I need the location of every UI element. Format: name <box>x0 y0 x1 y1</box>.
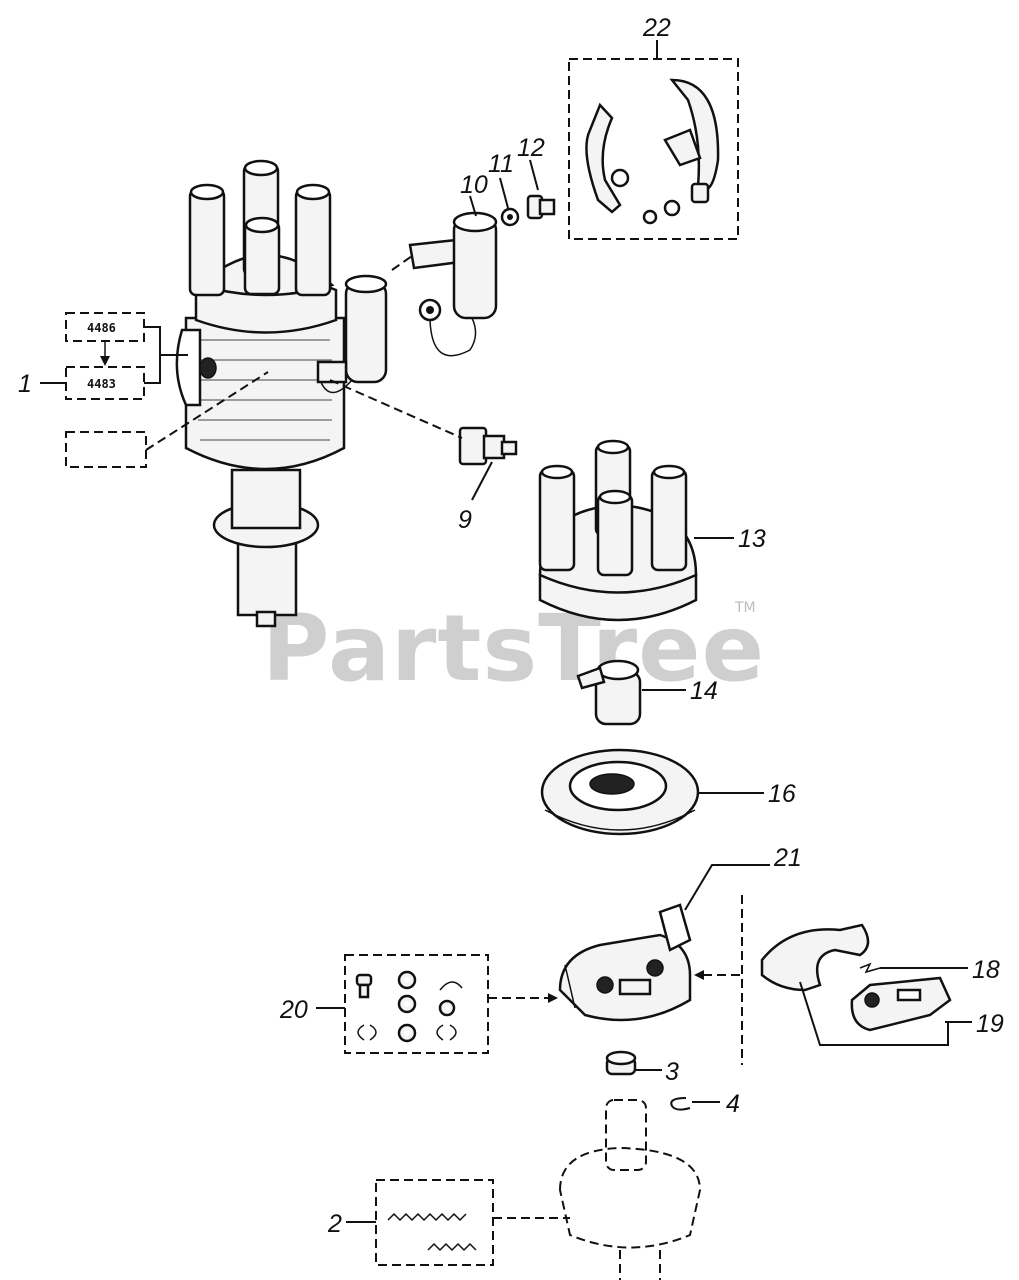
callout-2: 2 <box>327 1210 342 1238</box>
callout-1: 1 <box>18 370 32 398</box>
kit-code-box-empty[interactable] <box>65 431 147 468</box>
hardware-item <box>397 1023 417 1043</box>
part-spring-clip[interactable] <box>859 962 881 974</box>
part-point-plate[interactable] <box>760 923 870 992</box>
hardware-item <box>397 970 417 990</box>
callout-16: 16 <box>768 780 796 808</box>
callout-9: 9 <box>458 506 472 534</box>
distributor-assembly[interactable] <box>175 159 388 628</box>
callout-13: 13 <box>738 525 766 553</box>
callout-12: 12 <box>517 134 545 162</box>
part-washer[interactable] <box>500 207 520 227</box>
kit-code-upper: 4486 <box>87 321 116 335</box>
kit-code-lower: 4483 <box>87 377 116 391</box>
hardware-item <box>355 973 373 999</box>
callout-4: 4 <box>726 1090 740 1118</box>
part-condenser[interactable] <box>408 211 498 357</box>
callout-10: 10 <box>460 171 488 199</box>
part-contact-points-kit[interactable] <box>568 58 739 240</box>
callout-3: 3 <box>665 1058 679 1086</box>
part-distributor-cap[interactable] <box>538 439 698 622</box>
kit-code-box-upper[interactable]: 4486 <box>65 312 145 342</box>
part-screw[interactable] <box>526 194 556 220</box>
hardware-item <box>436 1024 457 1041</box>
callout-20: 20 <box>279 996 308 1024</box>
callout-11: 11 <box>488 150 514 178</box>
leader-lines <box>40 40 972 1223</box>
advance-mechanism-base <box>558 1099 702 1280</box>
kit-code-box-lower[interactable]: 4483 <box>65 366 145 400</box>
callout-22: 22 <box>642 14 671 42</box>
callout-21: 21 <box>773 844 802 872</box>
hardware-item <box>357 1024 377 1041</box>
watermark-text: PartsTree <box>262 595 765 702</box>
callout-19: 19 <box>976 1010 1004 1038</box>
part-breaker-plate[interactable] <box>558 903 692 1022</box>
part-hardware-kit[interactable] <box>344 954 489 1054</box>
hardware-item <box>397 994 417 1014</box>
part-clip-ring[interactable] <box>670 1097 691 1111</box>
watermark-trademark: TM <box>734 600 756 616</box>
part-dust-shield[interactable] <box>540 748 700 836</box>
hardware-item <box>439 981 463 991</box>
callout-labels: 1 2 3 4 9 10 11 12 13 14 16 18 19 20 21 … <box>18 14 1004 1238</box>
part-contact-arm[interactable] <box>850 976 952 1032</box>
part-terminal[interactable] <box>458 426 518 466</box>
part-rotor[interactable] <box>576 659 642 726</box>
callout-14: 14 <box>690 677 718 705</box>
hardware-item <box>438 999 456 1017</box>
part-felt-wick[interactable] <box>605 1050 637 1076</box>
part-advance-springs[interactable] <box>375 1179 494 1266</box>
callout-18: 18 <box>972 956 1000 984</box>
